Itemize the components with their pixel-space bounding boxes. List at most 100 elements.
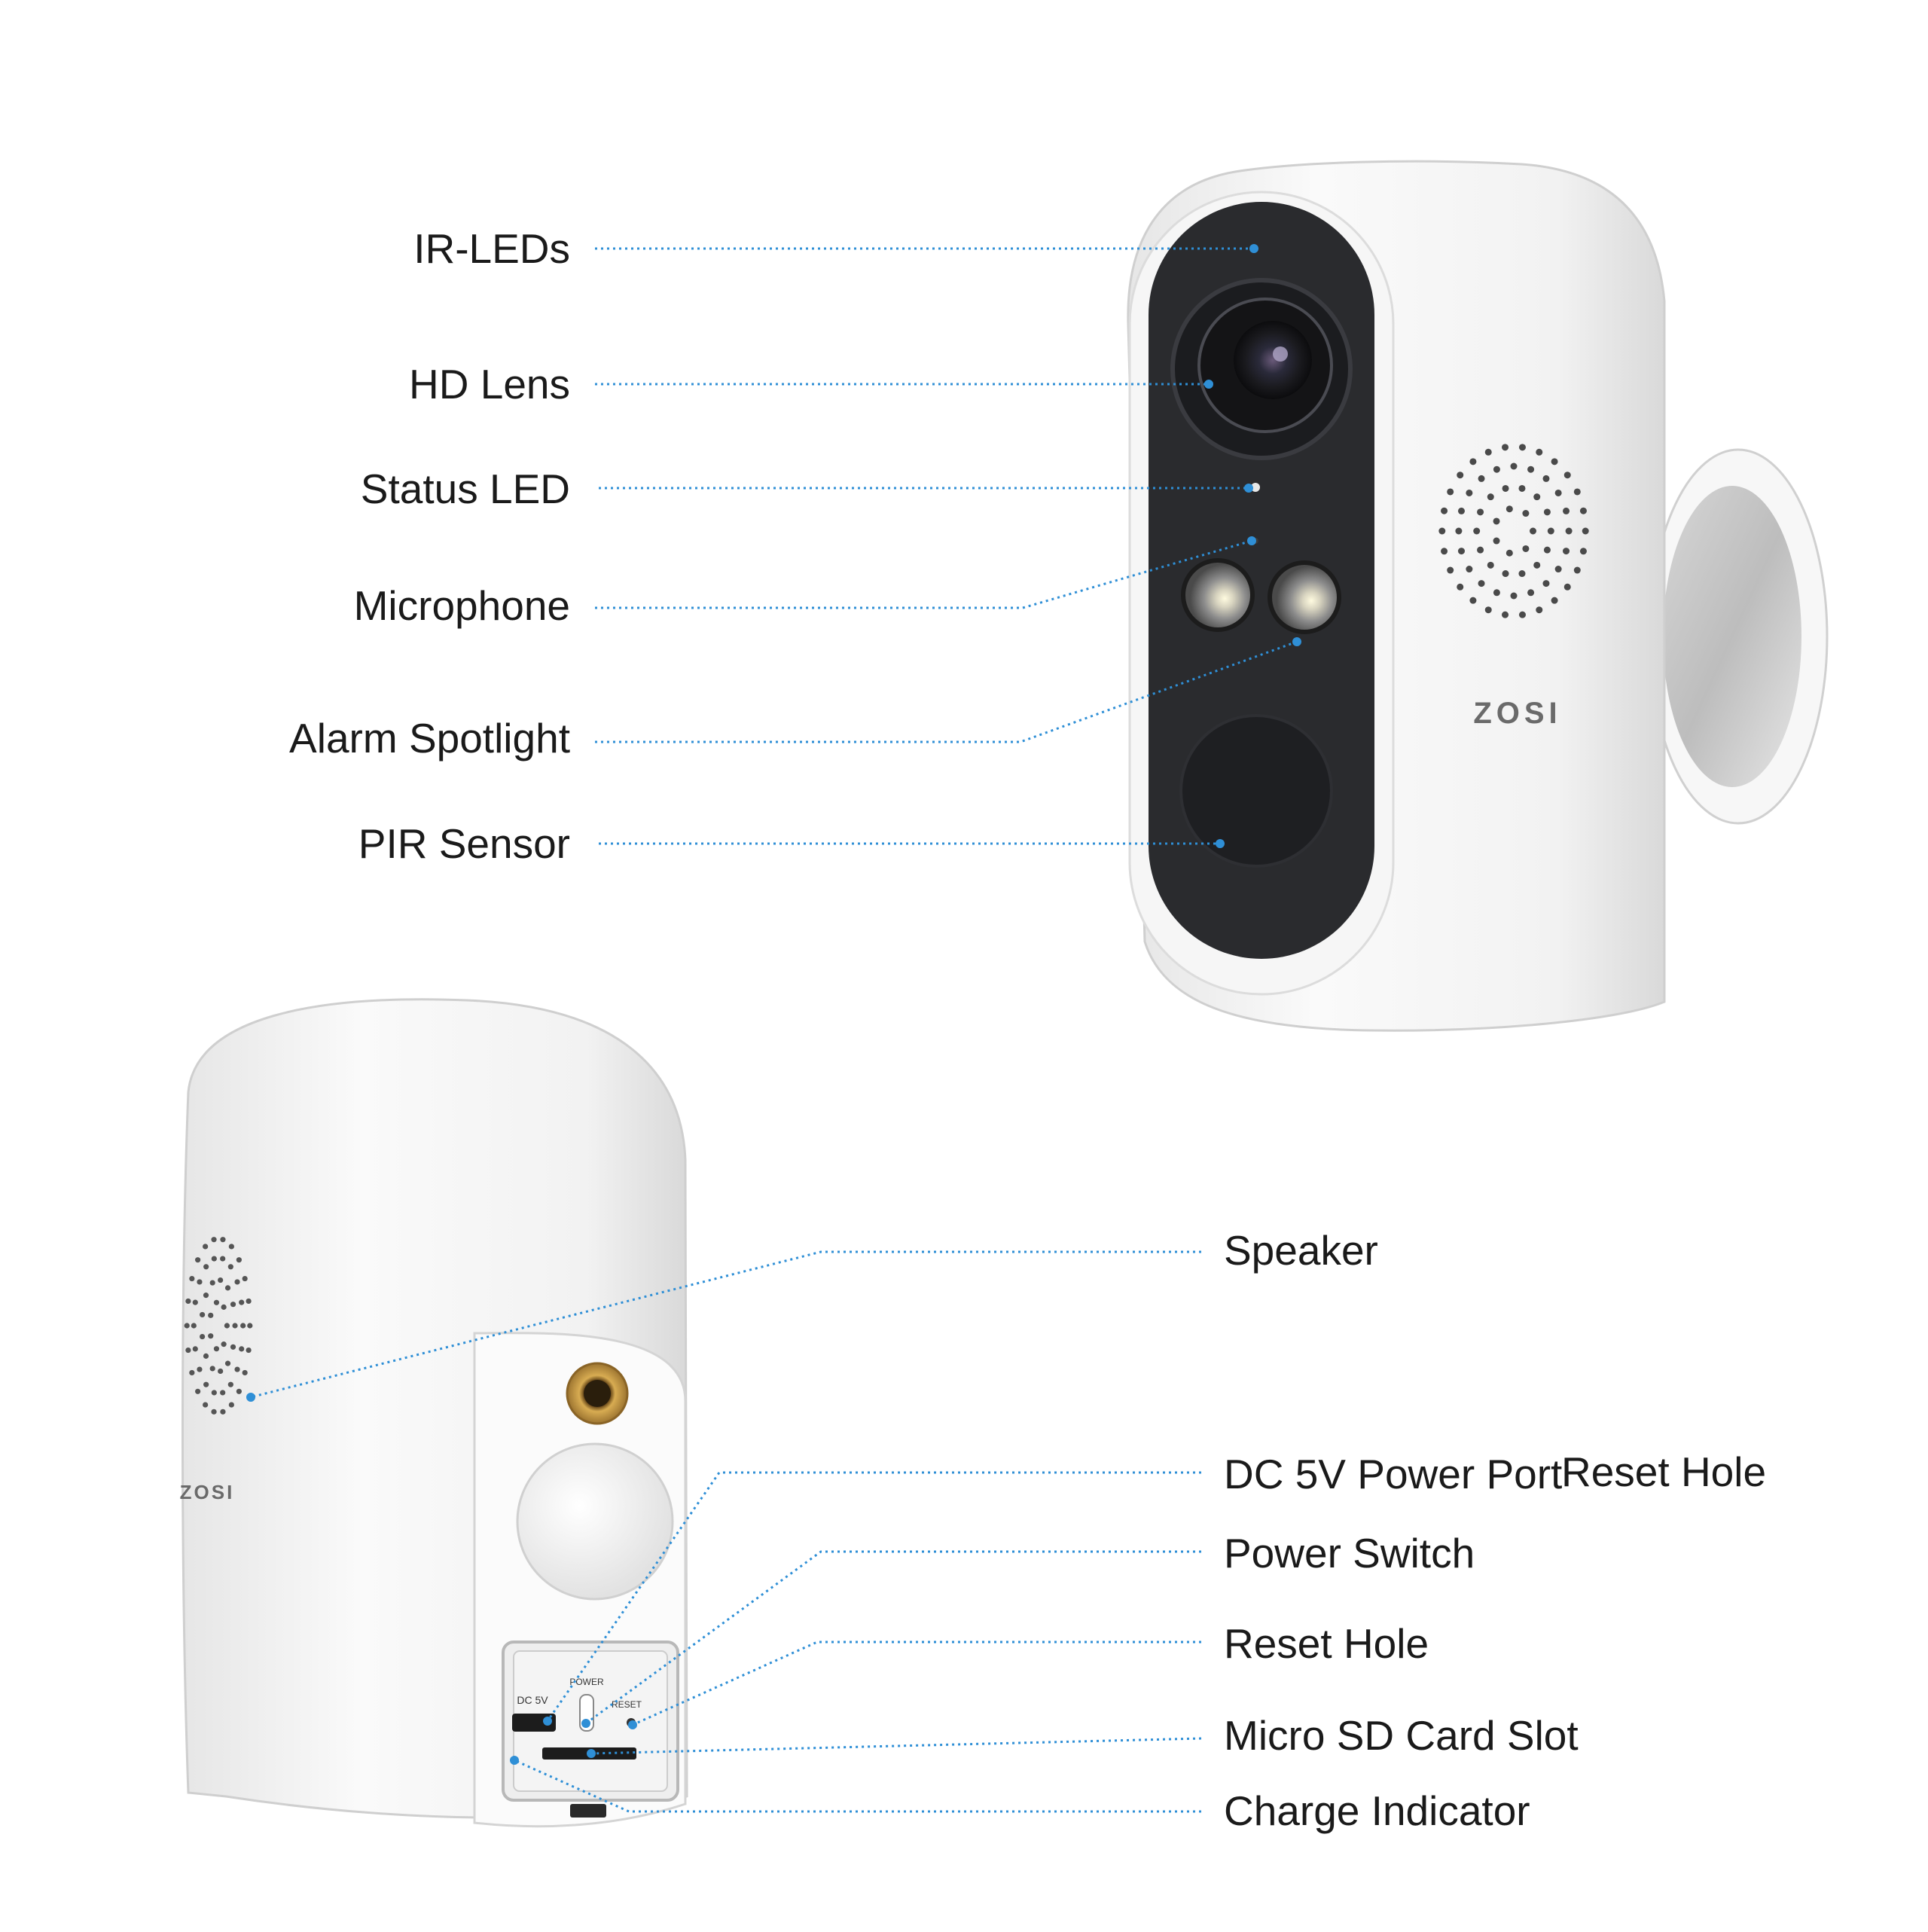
grille-hole [1533, 493, 1541, 501]
grille-hole [211, 1256, 217, 1262]
grille-hole [218, 1277, 224, 1283]
grille-hole [203, 1381, 209, 1387]
grille-hole [1477, 508, 1484, 516]
grille-hole [209, 1366, 215, 1372]
grille-hole [230, 1344, 236, 1350]
grille-hole [1565, 527, 1573, 535]
grille-hole [1543, 546, 1551, 554]
grille-hole [211, 1409, 217, 1415]
compartment-latch [570, 1804, 606, 1818]
grille-hole [1493, 517, 1500, 525]
grille-hole [220, 1409, 226, 1415]
leader-status-led-endpoint [1244, 484, 1253, 493]
label-pir-sensor: PIR Sensor [358, 820, 570, 867]
grille-hole [1493, 589, 1500, 597]
grille-hole [1579, 548, 1587, 555]
grille-hole [1493, 537, 1500, 545]
back-camera: ZOSI DC 5V POWER RESET [180, 998, 688, 1828]
grille-hole [1530, 527, 1536, 535]
leader-alarm-spotlight [595, 640, 1298, 743]
grille-hole [189, 1369, 195, 1376]
label-alarm-spotlight: Alarm Spotlight [289, 715, 570, 762]
front-speaker-grille [1438, 444, 1589, 618]
grille-hole [1487, 493, 1494, 501]
grille-hole [1478, 475, 1485, 482]
grille-hole [200, 1311, 206, 1318]
grille-hole [195, 1257, 201, 1263]
grille-hole [242, 1275, 248, 1282]
label-microphone: Microphone [353, 582, 570, 629]
grille-hole [1457, 548, 1465, 555]
grille-hole [239, 1346, 245, 1352]
leader-speaker-endpoint [246, 1393, 255, 1402]
power-switch-marking: POWER [569, 1677, 604, 1687]
front-camera: ZOSI [1127, 160, 1829, 1032]
grille-hole [208, 1333, 214, 1339]
grille-hole [208, 1312, 214, 1318]
grille-hole [1478, 580, 1485, 588]
grille-hole [1518, 484, 1526, 492]
grille-hole [247, 1323, 253, 1329]
grille-hole [1484, 606, 1492, 614]
leader-reset-hole-endpoint [628, 1720, 637, 1729]
grille-hole [1527, 465, 1535, 473]
grille-hole [221, 1341, 227, 1348]
leader-dc-power-port-endpoint [543, 1717, 552, 1726]
grille-hole [195, 1388, 201, 1394]
grille-hole [1469, 458, 1477, 465]
grille-hole [230, 1302, 236, 1308]
grille-hole [1447, 566, 1454, 574]
grille-hole [218, 1368, 224, 1375]
grille-hole [1441, 507, 1448, 514]
grille-hole [228, 1244, 234, 1250]
label-power-switch: Power Switch [1224, 1530, 1475, 1576]
grille-hole [232, 1323, 238, 1329]
grille-hole [1477, 546, 1484, 554]
grille-hole [1543, 508, 1551, 516]
grille-hole [185, 1298, 191, 1305]
leader-micro-sd-slot-endpoint [587, 1749, 596, 1758]
dc-port-marking: DC 5V [517, 1694, 548, 1706]
label-charge-indicator: Charge Indicator [1224, 1787, 1530, 1834]
grille-hole [1522, 510, 1530, 517]
leader-hd-lens-endpoint [1204, 380, 1213, 389]
grille-hole [224, 1285, 231, 1291]
grille-hole [246, 1347, 252, 1354]
grille-hole [228, 1402, 234, 1408]
leader-power-switch-endpoint [581, 1719, 590, 1728]
grille-hole [1473, 527, 1481, 535]
grille-hole [220, 1256, 226, 1262]
grille-hole [1505, 505, 1513, 513]
grille-hole [209, 1280, 215, 1286]
leader-charge-indicator-endpoint [510, 1756, 519, 1765]
grille-hole [192, 1346, 198, 1352]
grille-hole [221, 1304, 227, 1310]
leader-dc-power-port [546, 1471, 1201, 1722]
lens-highlight [1273, 346, 1288, 362]
grille-hole [189, 1275, 195, 1282]
grille-hole [1527, 589, 1535, 597]
grille-hole [1563, 472, 1571, 479]
grille-hole [1518, 444, 1526, 451]
grille-hole [1542, 475, 1550, 482]
grille-hole [211, 1237, 217, 1243]
label-micro-sd-slot: Micro SD Card Slot [1224, 1712, 1579, 1759]
grille-hole [1510, 462, 1518, 470]
lens-glass [1234, 321, 1312, 399]
grille-hole [185, 1347, 191, 1354]
grille-hole [1563, 548, 1570, 555]
label-speaker: Speaker [1224, 1227, 1378, 1274]
grille-hole [246, 1298, 252, 1305]
spotlight-right [1268, 560, 1341, 634]
front-brand-logo: ZOSI [1473, 697, 1561, 730]
grille-hole [1563, 507, 1570, 514]
grille-hole [1457, 583, 1464, 591]
grille-hole [1573, 488, 1581, 496]
grille-hole [1502, 570, 1509, 578]
leader-charge-indicator [514, 1759, 1201, 1813]
grille-hole [203, 1293, 209, 1299]
grille-hole [1455, 527, 1463, 535]
grille-hole [1487, 561, 1494, 569]
grille-hole [213, 1299, 220, 1305]
